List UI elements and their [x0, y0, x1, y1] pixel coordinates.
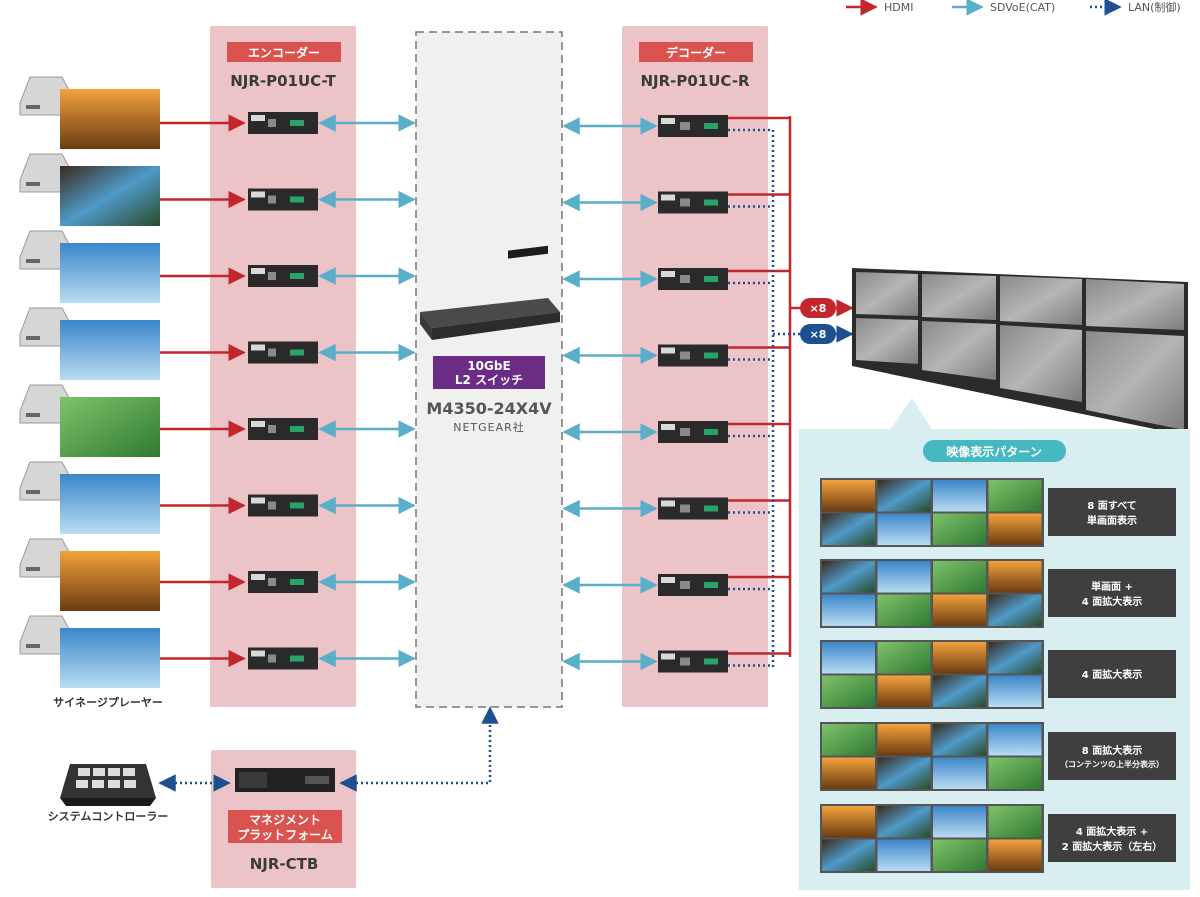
network-switch-icon	[420, 245, 560, 340]
video-wall-icon	[852, 268, 1188, 436]
content-thumbnail	[60, 397, 160, 457]
players-caption: サイネージプレーヤー	[53, 695, 163, 709]
encoder-device-icon	[248, 188, 318, 211]
pattern-label-sub: （コンテンツの上半分表示）	[1060, 759, 1164, 769]
pattern-label-line2: 4 面拡大表示	[1082, 595, 1142, 608]
patterns-title-pill	[923, 440, 1066, 462]
pattern-label-line2: 単画面表示	[1087, 514, 1137, 527]
content-thumbnail	[60, 628, 160, 688]
encoder-tag	[227, 42, 341, 62]
pattern-label-line2: 2 面拡大表示（左右）	[1062, 840, 1162, 853]
encoder-device-icon	[248, 418, 318, 440]
management-tag-line1: マネジメント	[249, 813, 321, 827]
content-thumbnail	[60, 320, 160, 380]
management-model: NJR-CTB	[250, 855, 319, 873]
management-tag-line2: プラットフォーム	[237, 827, 333, 842]
display-pattern: 4 面拡大表示 + 2 面拡大表示（左右）	[820, 804, 1176, 873]
switch-tag-line2: L2 スイッチ	[455, 373, 523, 387]
display-pattern: 4 面拡大表示	[820, 640, 1176, 709]
decoder-device-icon	[658, 421, 728, 443]
decoder-tag	[639, 42, 753, 62]
content-thumbnail	[60, 243, 160, 303]
switch-tag-line1: 10GbE	[467, 359, 510, 373]
signal-rows	[19, 76, 790, 688]
content-thumbnail	[60, 89, 160, 149]
encoder-device-icon	[248, 265, 318, 287]
encoder-device-icon	[248, 341, 318, 364]
encoder-device-icon	[248, 112, 318, 134]
content-thumbnail	[60, 474, 160, 534]
encoder-device-icon	[248, 647, 318, 670]
patterns-title: 映像表示パターン	[946, 444, 1041, 459]
management-tag	[228, 810, 342, 843]
decoder-device-icon	[658, 497, 728, 520]
legend: HDMI SDVoE(CAT) LAN(制御)	[846, 0, 1181, 16]
encoder-device-icon	[248, 494, 318, 517]
encoder-device-icon	[248, 571, 318, 593]
pattern-label-line1: 8 面すべて	[1087, 500, 1136, 512]
decoder-model: NJR-P01UC-R	[640, 72, 750, 90]
lan-multiplier: ×8	[810, 328, 827, 341]
pattern-label-line1: 単画面 +	[1091, 580, 1133, 593]
lan-multiplier-badge	[800, 324, 836, 344]
system-controller-icon	[60, 764, 156, 806]
display-pattern: 8 面拡大表示 （コンテンツの上半分表示）	[820, 722, 1176, 791]
decoder-tag-text: デコーダー	[666, 45, 726, 60]
patterns-panel-pointer	[890, 398, 932, 430]
pattern-label-line1: 4 面拡大表示 +	[1076, 825, 1148, 838]
decoder-device-icon	[658, 650, 728, 673]
switch-tag	[433, 356, 545, 389]
legend-label-0: HDMI	[884, 1, 913, 14]
switch-model: M4350-24X4V	[426, 399, 552, 418]
management-device-icon	[235, 768, 335, 792]
encoder-model: NJR-P01UC-T	[230, 72, 336, 90]
decoder-device-icon	[658, 191, 728, 214]
decoder-device-icon	[658, 344, 728, 367]
decoder-device-icon	[658, 115, 728, 137]
controller-caption: システムコントローラー	[48, 810, 169, 823]
legend-label-2: LAN(制御)	[1128, 0, 1181, 14]
pattern-label-line1: 8 面拡大表示	[1082, 744, 1142, 757]
hdmi-multiplier-badge	[800, 298, 836, 318]
content-thumbnail	[60, 551, 160, 611]
decoder-device-icon	[658, 268, 728, 290]
encoder-tag-text: エンコーダー	[248, 45, 320, 60]
legend-label-1: SDVoE(CAT)	[990, 1, 1055, 14]
pattern-label-line1: 4 面拡大表示	[1082, 668, 1142, 681]
content-thumbnail	[60, 166, 160, 226]
hdmi-multiplier: ×8	[810, 302, 827, 315]
decoder-device-icon	[658, 574, 728, 596]
output-bus	[771, 116, 800, 668]
switch-maker: NETGEAR社	[453, 420, 525, 434]
display-pattern: 単画面 + 4 面拡大表示	[820, 559, 1176, 628]
management-lan-link	[339, 706, 499, 792]
